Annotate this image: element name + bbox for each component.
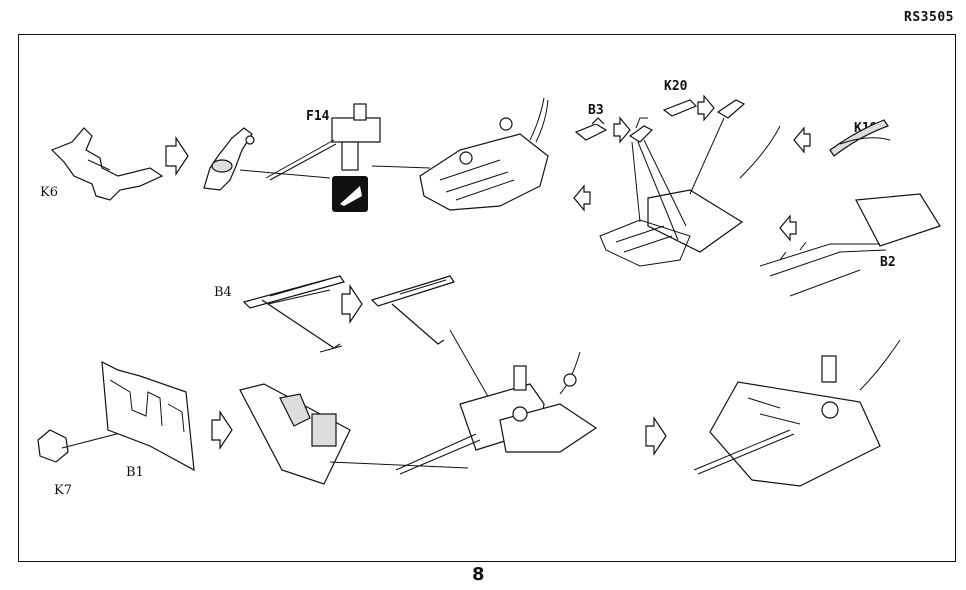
part-k6-flat: [50, 127, 164, 201]
label-b4: B4: [214, 285, 232, 300]
part-k20: [662, 99, 698, 117]
step-arrow-b3: [613, 116, 631, 144]
part-k19: [829, 119, 891, 157]
final-assembly: [693, 339, 901, 487]
label-k20: K20: [664, 79, 688, 94]
leader-k6-to-gun: [239, 169, 331, 179]
detail-inset-icon: [332, 176, 368, 212]
wire-k19: [739, 125, 781, 179]
label-k7: K7: [54, 483, 72, 498]
part-k6-bent: [203, 127, 255, 191]
part-b1: [101, 360, 195, 472]
leader-k20: [689, 117, 725, 195]
step-arrow-b1: [211, 410, 233, 450]
label-f14: F14: [306, 109, 330, 124]
part-b3: [574, 117, 608, 141]
page-number: 8: [472, 564, 485, 585]
step-arrow-k19: [793, 126, 811, 154]
part-b1-folded: [239, 383, 351, 485]
leader-b3-b: [637, 141, 679, 241]
label-b3: B3: [588, 103, 604, 118]
label-b2: B2: [880, 255, 896, 270]
gun-mount-assembly: [395, 351, 598, 475]
leader-b4: [449, 329, 491, 401]
step-arrow-k20: [697, 94, 715, 122]
label-k6: K6: [40, 185, 58, 200]
part-b4-flat: [242, 275, 345, 353]
sheet-code: RS3505: [904, 10, 954, 25]
step-arrow-b4: [341, 284, 363, 324]
part-b4-bent: [370, 275, 455, 345]
mount-assembly-top: [419, 97, 549, 211]
part-b2: [759, 193, 941, 297]
mount-with-frame: [599, 189, 744, 267]
leader-gun-to-mount: [371, 165, 431, 169]
leader-b3-a: [631, 141, 641, 223]
step-arrow-left-2: [779, 214, 797, 242]
gun-with-f14: [265, 103, 381, 181]
label-b1: B1: [126, 465, 144, 480]
part-k7: [37, 429, 69, 463]
leader-b1: [329, 461, 469, 469]
step-arrow-1: [165, 136, 189, 176]
step-arrow-left-1: [573, 184, 591, 212]
part-b3-bent: [628, 117, 654, 143]
diagram-frame: [18, 34, 956, 562]
step-arrow-final: [645, 416, 667, 456]
part-k20-bent: [716, 99, 746, 119]
leader-b3-c: [643, 139, 687, 227]
